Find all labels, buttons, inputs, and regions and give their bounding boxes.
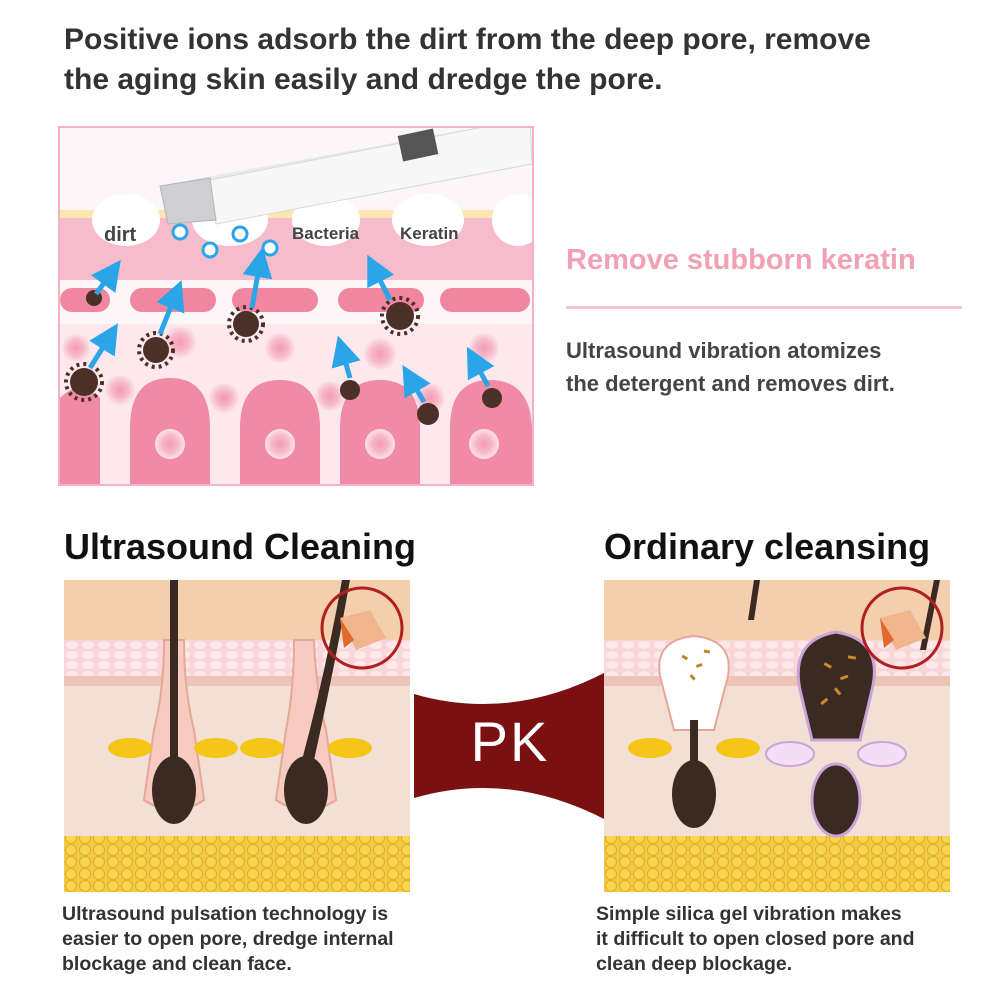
side-text-line-2: the detergent and removes dirt. <box>566 371 895 396</box>
ultrasound-description-line-3: blockage and clean face. <box>62 953 292 975</box>
ultrasound-description-line-2: easier to open pore, dredge internal <box>62 928 394 950</box>
skin-diagram: dirt Bacteria Keratin <box>58 126 534 486</box>
skin-diagram-illustration: dirt Bacteria Keratin <box>60 128 532 484</box>
ultrasound-description-line-1: Ultrasound pulsation technology is <box>62 903 389 925</box>
headline-line-2: the aging skin easily and dredge the por… <box>64 63 663 96</box>
side-title: Remove stubborn keratin <box>566 244 916 276</box>
ordinary-description: Simple silica gel vibration makes it dif… <box>596 902 996 977</box>
ordinary-cleansing-title: Ordinary cleansing <box>604 526 931 567</box>
label-dirt: dirt <box>104 224 137 246</box>
side-text-line-1: Ultrasound vibration atomizes <box>566 338 882 363</box>
ordinary-description-line-3: clean deep blockage. <box>596 953 793 975</box>
side-divider <box>566 306 962 309</box>
ultrasound-description: Ultrasound pulsation technology is easie… <box>62 902 462 977</box>
pk-banner <box>414 672 606 820</box>
ultrasound-cleaning-title: Ultrasound Cleaning <box>64 526 417 567</box>
side-text: Ultrasound vibration atomizes the deterg… <box>566 334 986 400</box>
ordinary-skin-illustration <box>604 580 950 892</box>
ordinary-description-line-1: Simple silica gel vibration makes <box>596 903 902 925</box>
ultrasound-skin-svg <box>64 580 410 892</box>
headline: Positive ions adsorb the dirt from the d… <box>64 20 974 100</box>
ultrasound-skin-illustration <box>64 580 410 892</box>
label-bacteria: Bacteria <box>292 224 360 243</box>
label-keratin: Keratin <box>400 224 459 243</box>
pk-label: PK <box>470 710 550 773</box>
ordinary-skin-svg <box>604 580 950 892</box>
headline-line-1: Positive ions adsorb the dirt from the d… <box>64 23 871 56</box>
ordinary-description-line-2: it difficult to open closed pore and <box>596 928 915 950</box>
